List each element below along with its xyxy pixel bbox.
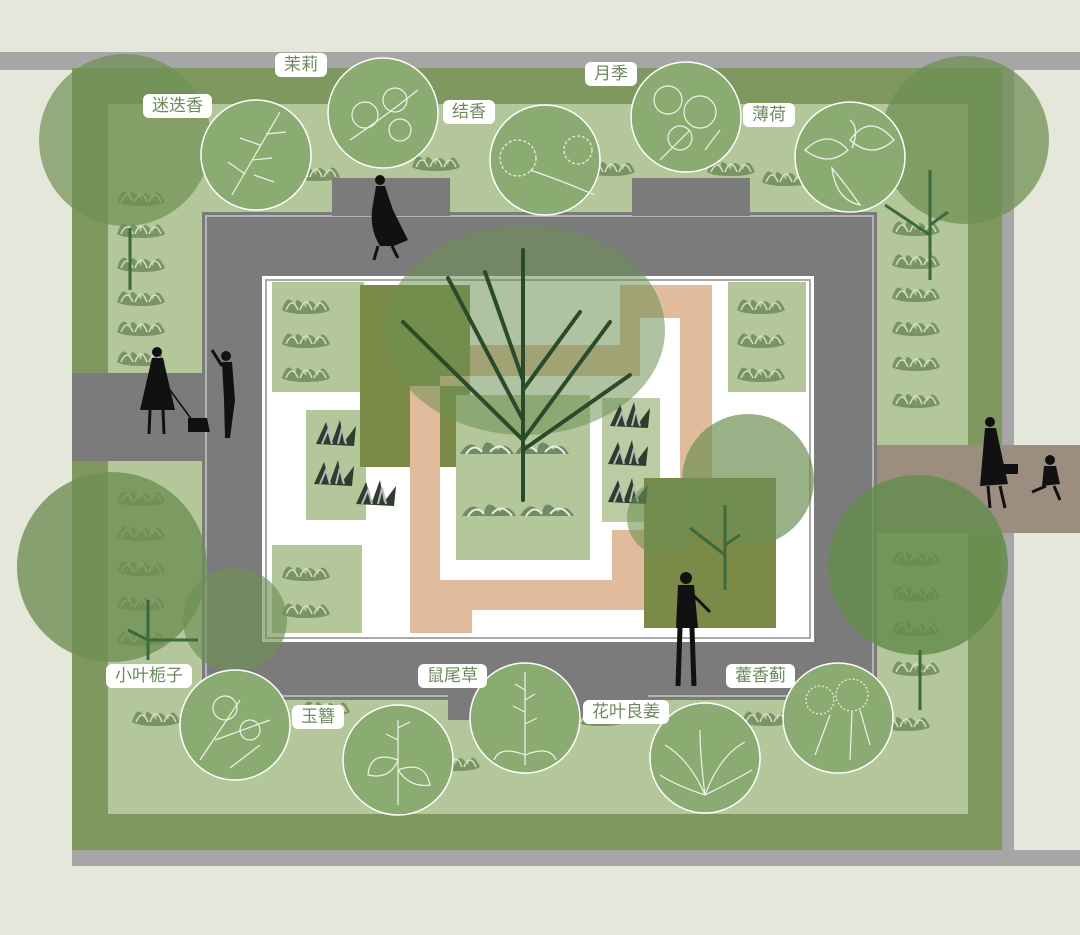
label-jasmine: 茉莉	[275, 53, 327, 77]
medallion-jasmine	[327, 57, 439, 169]
label-rose: 月季	[585, 62, 637, 86]
medallion-rose	[630, 61, 742, 173]
medallion-agastache	[782, 662, 894, 774]
medallion-hosta	[342, 704, 454, 816]
label-spider-plant: 花叶良姜	[583, 700, 669, 724]
label-mint: 薄荷	[743, 103, 795, 127]
medallion-rosemary	[200, 99, 312, 211]
medallion-salvia	[469, 662, 581, 774]
label-agastache: 藿香蓟	[726, 664, 795, 688]
label-hosta: 玉簪	[292, 705, 344, 729]
label-rosemary: 迷迭香	[143, 94, 212, 118]
medallion-lilac	[489, 104, 601, 216]
label-lilac: 结香	[443, 100, 495, 124]
medallion-spider-plant	[649, 702, 761, 814]
label-gardenia: 小叶栀子	[106, 664, 192, 688]
medallion-mint	[794, 101, 906, 213]
medallion-gardenia	[179, 669, 291, 781]
label-salvia: 鼠尾草	[418, 664, 487, 688]
